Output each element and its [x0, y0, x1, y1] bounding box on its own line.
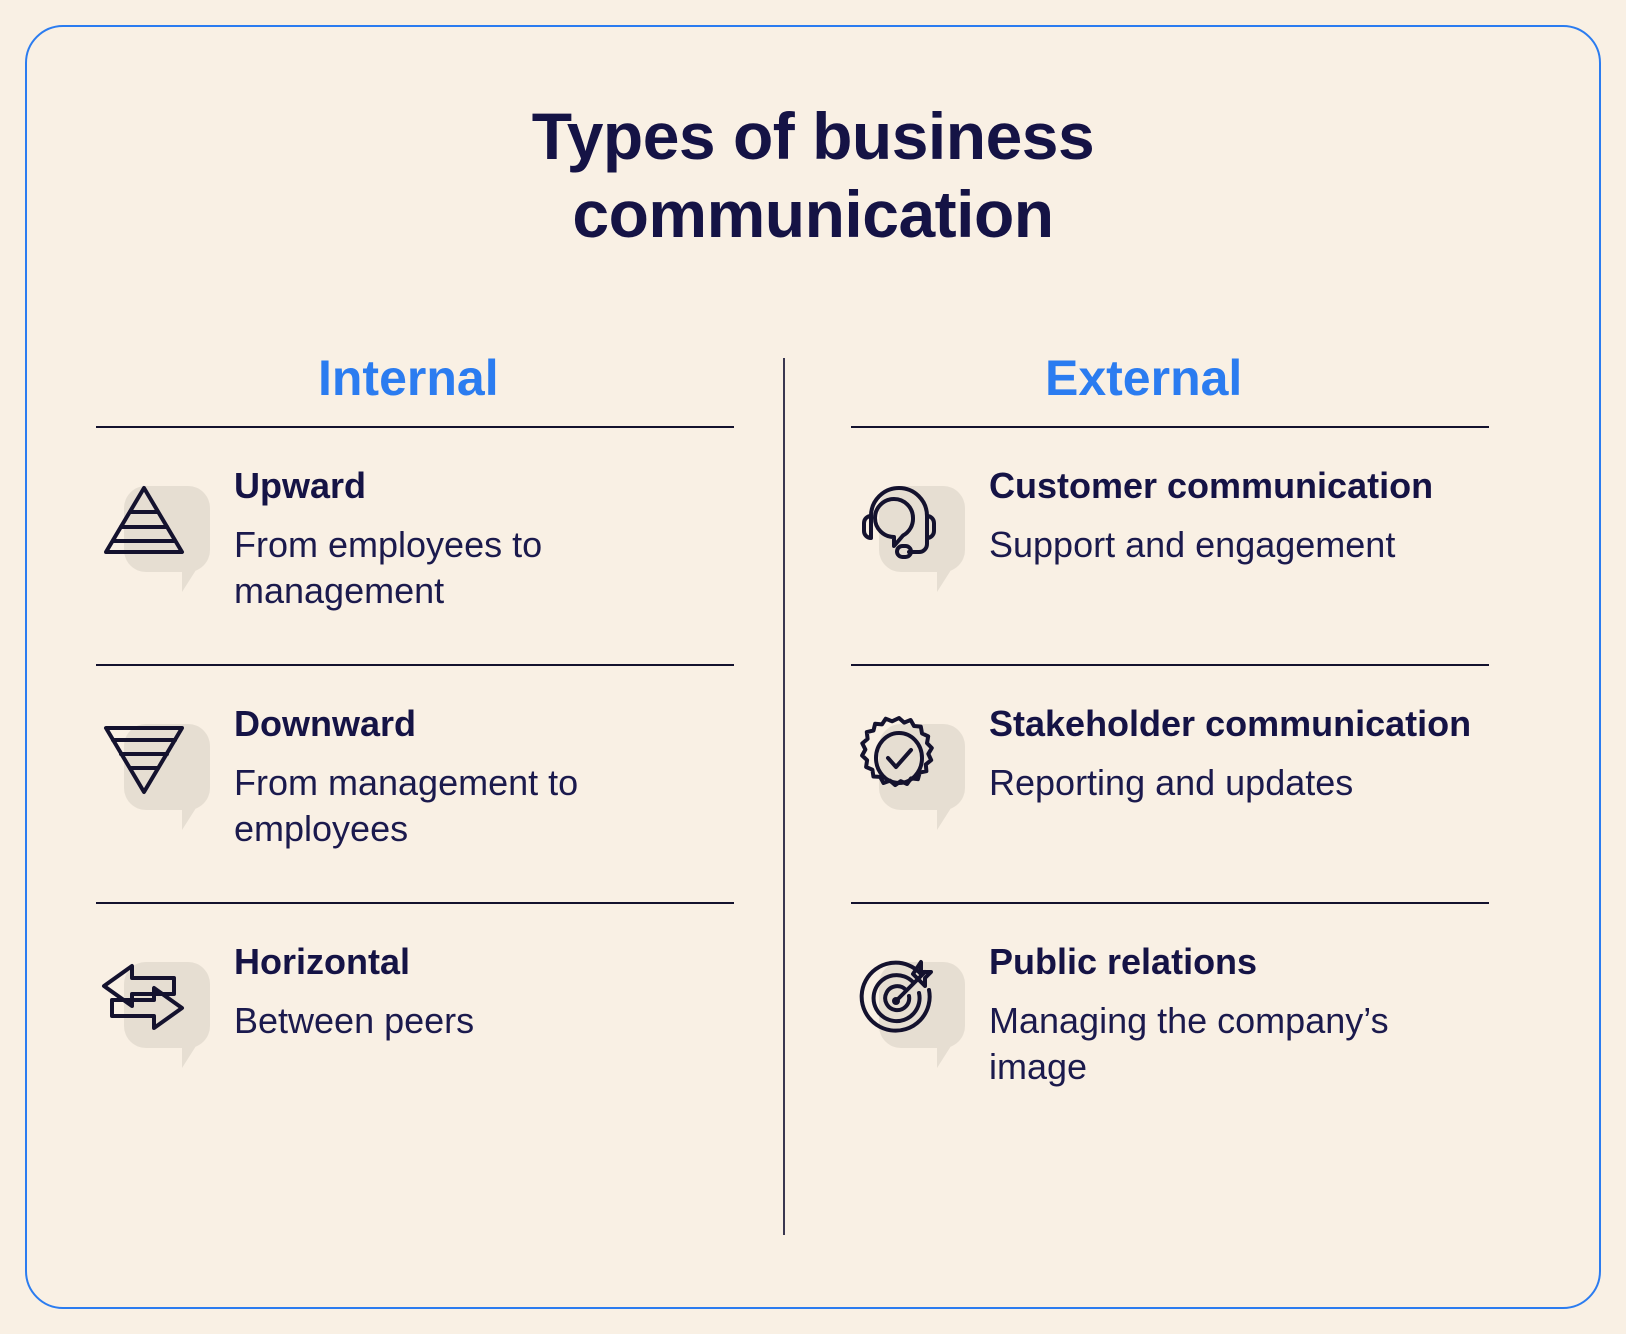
- divider-rule: [851, 902, 1489, 904]
- list-item-text: Upward From employees to management: [234, 460, 734, 613]
- page-title-line-2: communication: [572, 176, 1054, 251]
- pyramid-down-icon: [96, 710, 192, 806]
- list-item-description: Between peers: [234, 1000, 475, 1042]
- icon-container: [96, 936, 216, 1068]
- column-heading-external: External: [1045, 350, 1243, 406]
- icon-container: [851, 698, 971, 830]
- page-title-line-1: Types of business: [531, 99, 1095, 173]
- divider-rule: [96, 902, 734, 904]
- list-item-title: Downward: [234, 703, 417, 744]
- list-item-text: Stakeholder communication Reporting and …: [989, 698, 1471, 806]
- list-item-title: Stakeholder communication: [989, 703, 1472, 744]
- page-title: Types of business communication: [0, 98, 1626, 254]
- list-item-text: Customer communication Support and engag…: [989, 460, 1433, 568]
- column-internal: Internal Upward Fro: [96, 330, 734, 1140]
- two-way-arrows-icon: [96, 948, 192, 1044]
- headset-chat-icon: [851, 472, 947, 568]
- list-item-text: Public relations Managing the company’s …: [989, 936, 1489, 1089]
- list-item-title: Public relations: [989, 941, 1258, 982]
- divider-rule: [851, 664, 1489, 666]
- list-item-description: From employees to management: [234, 524, 543, 611]
- columns-container: Internal Upward Fro: [0, 330, 1626, 1260]
- target-arrow-icon: [851, 948, 947, 1044]
- icon-container: [851, 460, 971, 592]
- divider-rule: [96, 426, 734, 428]
- icon-container: [96, 698, 216, 830]
- list-item-text: Downward From management to employees: [234, 698, 734, 851]
- column-divider: [783, 358, 785, 1235]
- pyramid-up-icon: [96, 472, 192, 568]
- list-item: Downward From management to employees: [96, 666, 734, 902]
- list-item: Horizontal Between peers: [96, 904, 734, 1140]
- list-item: Customer communication Support and engag…: [851, 428, 1489, 664]
- list-item-title: Customer communication: [989, 465, 1434, 506]
- divider-rule: [96, 664, 734, 666]
- column-external: External: [851, 330, 1489, 1140]
- divider-rule: [851, 426, 1489, 428]
- list-item-title: Upward: [234, 465, 367, 506]
- list-item-description: Support and engagement: [989, 524, 1396, 566]
- list-item-description: Managing the company’s image: [989, 1000, 1389, 1087]
- icon-container: [96, 460, 216, 592]
- list-item-description: Reporting and updates: [989, 762, 1354, 804]
- icon-container: [851, 936, 971, 1068]
- list-item: Upward From employees to management: [96, 428, 734, 664]
- column-heading-internal: Internal: [318, 350, 499, 406]
- list-item-title: Horizontal: [234, 941, 410, 982]
- list-item: Public relations Managing the company’s …: [851, 904, 1489, 1140]
- badge-check-icon: [851, 710, 947, 806]
- list-item-description: From management to employees: [234, 762, 579, 849]
- list-item: Stakeholder communication Reporting and …: [851, 666, 1489, 902]
- list-item-text: Horizontal Between peers: [234, 936, 474, 1044]
